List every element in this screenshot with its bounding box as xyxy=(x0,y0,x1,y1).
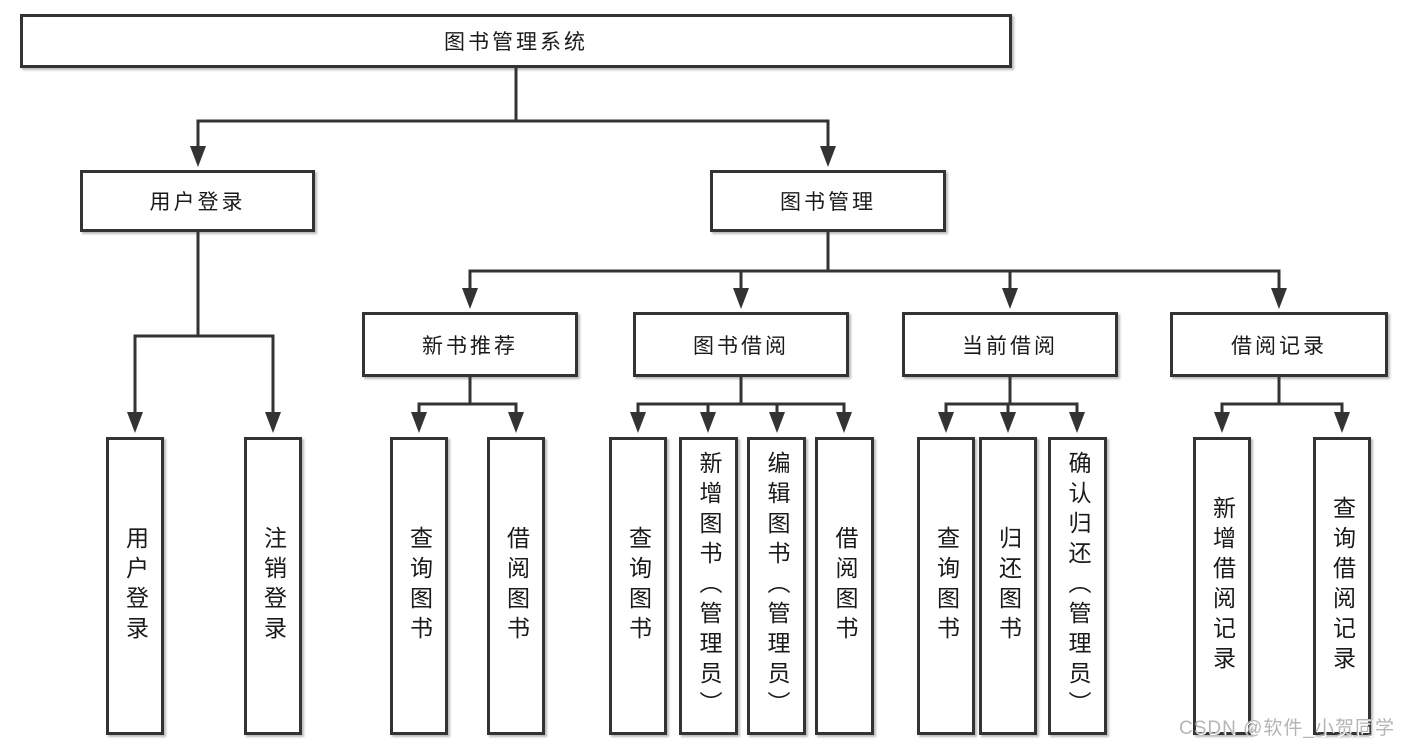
node-current-borrow: 当前借阅 xyxy=(902,312,1118,377)
node-new-book-recommend: 新书推荐 xyxy=(362,312,578,377)
csdn-watermark: CSDN @软件_小贺同学 xyxy=(1179,718,1395,739)
leaf-user-login: 用户登录 xyxy=(106,437,164,735)
leaf-return-book: 归还图书 xyxy=(979,437,1037,735)
node-borrow-records: 借阅记录 xyxy=(1170,312,1388,377)
leaf-add-borrow-record: 新增借阅记录 xyxy=(1193,437,1251,735)
leaf-query-borrow-record: 查询借阅记录 xyxy=(1313,437,1371,735)
leaf-borrow-books-recommend: 借阅图书 xyxy=(487,437,545,735)
node-book-borrow: 图书借阅 xyxy=(633,312,849,377)
node-user-login: 用户登录 xyxy=(80,170,315,232)
leaf-borrow-books: 借阅图书 xyxy=(815,437,874,735)
leaf-add-book-admin: 新增图书（管理员） xyxy=(679,437,738,735)
leaf-logout: 注销登录 xyxy=(244,437,302,735)
leaf-confirm-return-admin: 确认归还（管理员） xyxy=(1048,437,1107,735)
leaf-query-books-current: 查询图书 xyxy=(917,437,975,735)
arrowheads xyxy=(127,146,1350,433)
leaf-query-books-recommend: 查询图书 xyxy=(390,437,448,735)
leaf-edit-book-admin: 编辑图书（管理员） xyxy=(747,437,806,735)
root-node-library-management-system: 图书管理系统 xyxy=(20,14,1012,68)
leaf-query-books-borrow: 查询图书 xyxy=(609,437,667,735)
node-book-management: 图书管理 xyxy=(710,170,946,232)
